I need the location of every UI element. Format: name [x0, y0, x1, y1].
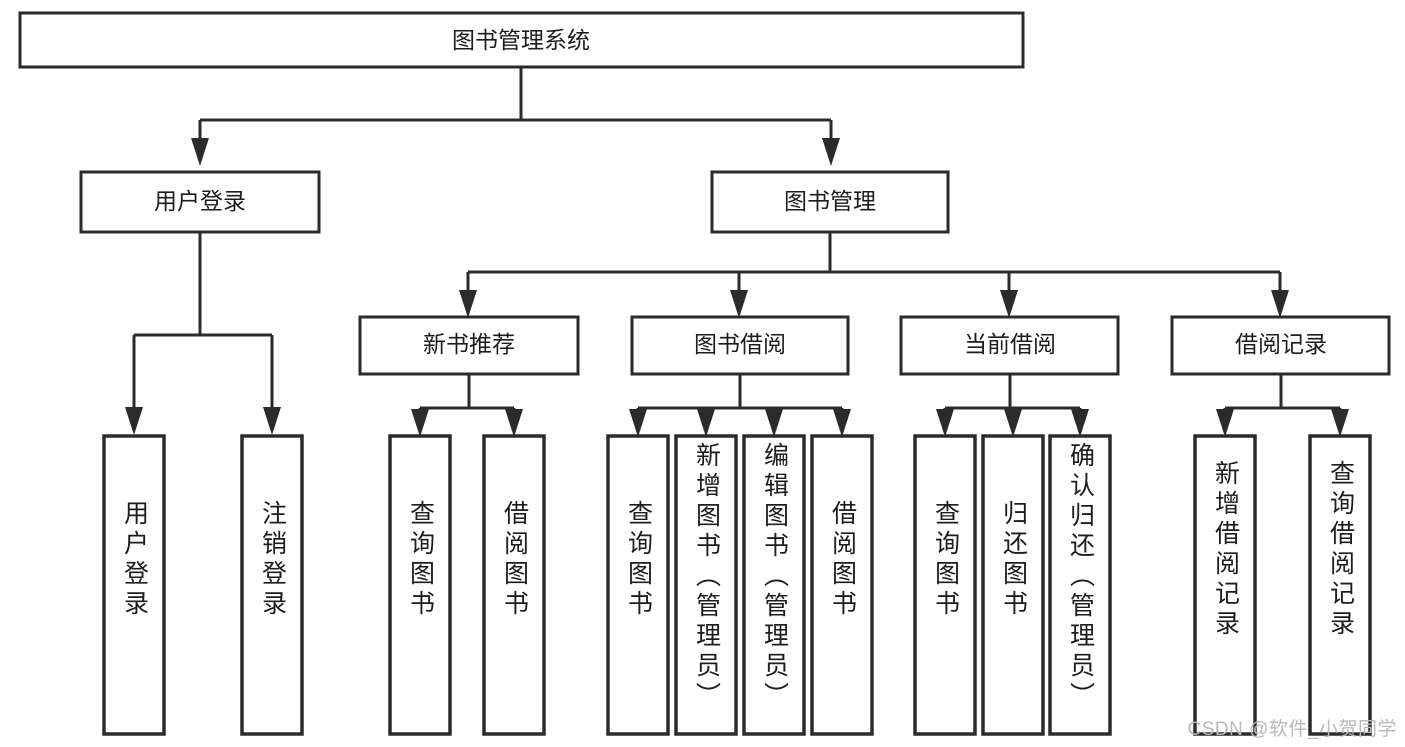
- arrow-to-current-borrow: [1000, 290, 1018, 318]
- arrow-to-leaf-confirm-return: [1071, 409, 1089, 437]
- arrow-to-book-mgmt: [822, 138, 840, 166]
- node-borrow-records-box[interactable]: [1170, 315, 1391, 376]
- arrow-to-leaf-query-book-current: [936, 409, 954, 437]
- leaf-query-book-current-box[interactable]: [913, 434, 977, 736]
- node-borrow-records-label: 借阅记录: [1235, 331, 1327, 357]
- leaf-return-book-box[interactable]: [981, 434, 1045, 736]
- arrow-to-leaf-logout: [263, 407, 281, 435]
- node-book-borrow-label: 图书借阅: [694, 331, 786, 357]
- leaf-query-book-recommend-box[interactable]: [388, 434, 452, 736]
- leaf-borrow-book-box[interactable]: [810, 434, 874, 736]
- node-new-book-recommend-box[interactable]: [358, 315, 580, 376]
- node-root-label: 图书管理系统: [452, 27, 590, 53]
- node-current-borrow-box[interactable]: [899, 315, 1120, 376]
- leaf-query-book-borrow-box[interactable]: [606, 434, 670, 736]
- arrow-to-leaf-query-book-recommend: [411, 409, 429, 437]
- arrow-to-leaf-user-login: [125, 407, 143, 435]
- leaf-query-borrow-record-box[interactable]: [1308, 434, 1372, 736]
- arrow-to-leaf-borrow-book-recommend: [505, 409, 523, 437]
- arrow-to-leaf-query-book-borrow: [629, 409, 647, 437]
- node-book-borrow-box[interactable]: [630, 315, 850, 376]
- leaf-logout-box[interactable]: [240, 434, 304, 736]
- node-book-management-box[interactable]: [710, 170, 950, 234]
- arrow-to-book-borrow: [730, 290, 748, 318]
- arrow-to-leaf-borrow-book: [833, 409, 851, 437]
- arrow-to-user-login: [191, 138, 209, 166]
- arrow-to-leaf-add-book: [697, 409, 715, 437]
- node-current-borrow-label: 当前借阅: [964, 331, 1056, 357]
- arrow-to-leaf-return-book: [1004, 409, 1022, 437]
- leaf-add-book-box[interactable]: [674, 434, 738, 736]
- node-user-login-label: 用户登录: [154, 188, 246, 214]
- leaf-confirm-return-box[interactable]: [1048, 434, 1112, 736]
- leaf-user-login-box[interactable]: [102, 434, 166, 736]
- leaf-add-borrow-record-box[interactable]: [1193, 434, 1257, 736]
- leaf-edit-book-box[interactable]: [742, 434, 806, 736]
- arrow-to-new-book-recommend: [459, 290, 477, 318]
- node-new-book-recommend-label: 新书推荐: [423, 331, 515, 357]
- csdn-watermark: CSDN @软件_小贺同学: [1187, 719, 1397, 740]
- arrow-to-leaf-edit-book: [765, 409, 783, 437]
- node-book-management-label: 图书管理: [784, 188, 876, 214]
- arrow-to-leaf-add-borrow-record: [1216, 409, 1234, 437]
- arrow-to-leaf-query-borrow-record: [1331, 409, 1349, 437]
- arrow-to-borrow-records: [1271, 290, 1289, 318]
- leaf-borrow-book-recommend-box[interactable]: [482, 434, 546, 736]
- node-root-box[interactable]: [18, 11, 1025, 69]
